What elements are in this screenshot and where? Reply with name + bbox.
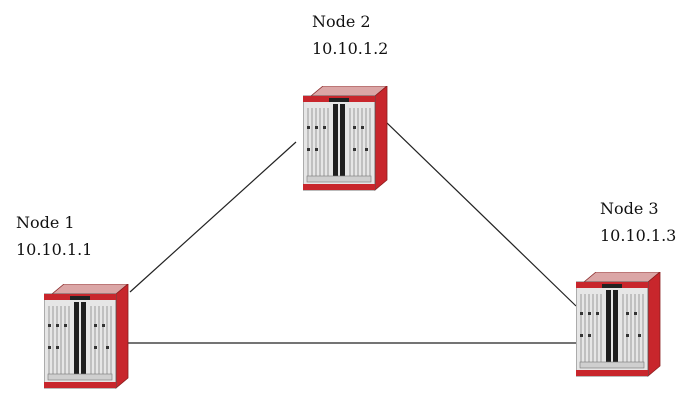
node-2-name: Node 2 — [312, 12, 371, 31]
node-3-ip: 10.10.1.3 — [600, 226, 677, 245]
node-2-ip: 10.10.1.2 — [312, 39, 389, 58]
node-3-name: Node 3 — [600, 199, 659, 218]
link-node-2-node-3 — [385, 121, 577, 307]
network-chassis-icon — [44, 284, 129, 389]
network-chassis-icon — [576, 272, 661, 377]
link-node-1-node-2 — [129, 141, 297, 293]
node-1-device[interactable] — [44, 284, 130, 390]
node-1-name: Node 1 — [16, 213, 75, 232]
node-2-label: Node 2 10.10.1.2 — [312, 8, 388, 62]
node-2-device[interactable] — [303, 86, 389, 192]
node-3-label: Node 3 10.10.1.3 — [600, 195, 676, 249]
node-1-ip: 10.10.1.1 — [16, 240, 93, 259]
node-1-label: Node 1 10.10.1.1 — [16, 209, 92, 263]
network-chassis-icon — [303, 86, 388, 191]
node-3-device[interactable] — [576, 272, 662, 378]
